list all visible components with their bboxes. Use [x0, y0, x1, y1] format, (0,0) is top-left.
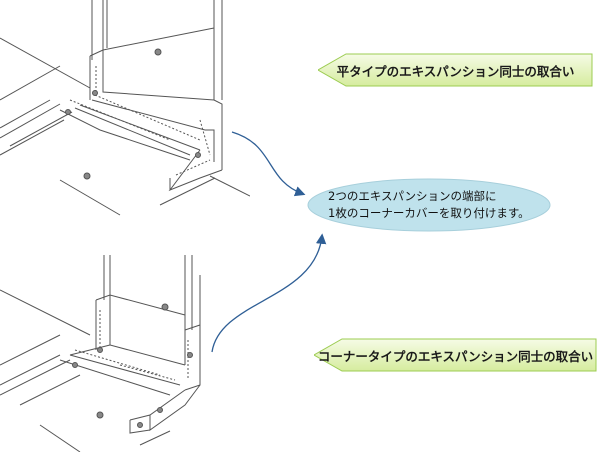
note-line-2: 1枚のコーナーカバーを取り付けます。: [328, 206, 530, 220]
flat-type-drawing: [0, 0, 250, 216]
note-line-1: 2つのエキスパンションの端部に: [328, 189, 497, 203]
arrow-from-corner-type: [211, 233, 327, 353]
corner-type-banner: コーナータイプのエキスパンション同士の取合い: [314, 338, 597, 372]
flat-type-label: 平タイプのエキスパンション同士の取合い: [336, 63, 575, 79]
corner-type-label: コーナータイプのエキスパンション同士の取合い: [317, 348, 594, 364]
note-bubble: 2つのエキスパンションの端部に 1枚のコーナーカバーを取り付けます。: [306, 176, 553, 234]
flat-type-banner: 平タイプのエキスパンション同士の取合い: [318, 53, 593, 87]
corner-type-drawing: [0, 255, 201, 452]
arrow-from-flat-type: [231, 131, 306, 197]
